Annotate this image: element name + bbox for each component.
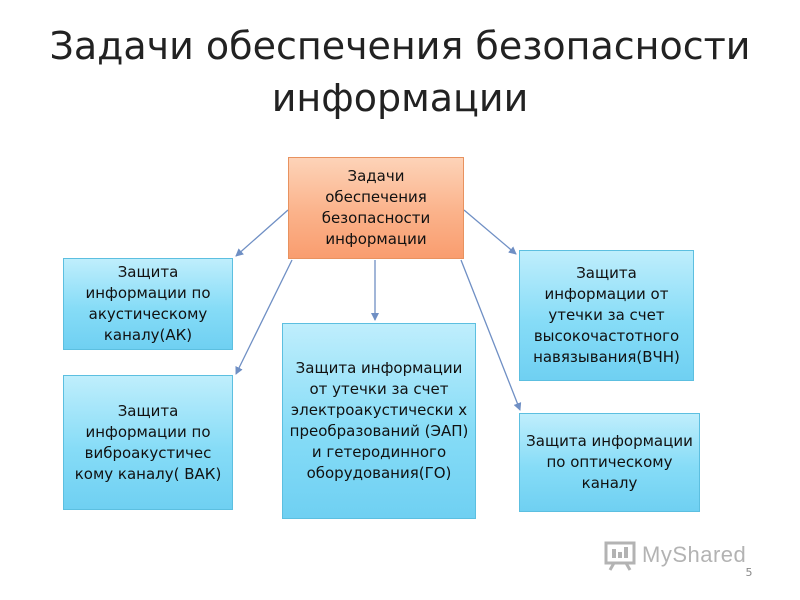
root-node: Задачи обеспечения безопасности информац… xyxy=(288,157,464,259)
node-acoustic: Защита информации по акустическому канал… xyxy=(63,258,233,350)
node-vibroacoustic-label: Защита информации по виброакустичес кому… xyxy=(74,401,222,483)
node-eap: Защита информации от утечки за счет элек… xyxy=(282,323,476,519)
slide-title: Задачи обеспечения безопасности информац… xyxy=(49,24,751,120)
root-node-label: Задачи обеспечения безопасности информац… xyxy=(321,167,431,248)
node-vibroacoustic: Защита информации по виброакустичес кому… xyxy=(63,375,233,510)
node-optical-label: Защита информации по оптическому каналу xyxy=(526,432,693,492)
logo-text: MyShared xyxy=(642,542,747,567)
edge-root-acoustic xyxy=(235,209,289,257)
page-number: 5 xyxy=(745,566,753,579)
edge-root-hf xyxy=(463,209,517,255)
edge-root-optical xyxy=(460,259,522,411)
node-hf: Защита информации от утечки за счет высо… xyxy=(519,250,694,381)
node-acoustic-label: Защита информации по акустическому канал… xyxy=(85,263,211,344)
node-hf-label: Защита информации от утечки за счет высо… xyxy=(533,264,680,366)
edge-root-vibroacoustic xyxy=(235,259,293,375)
node-optical: Защита информации по оптическому каналу xyxy=(519,413,700,512)
node-eap-label: Защита информации от утечки за счет элек… xyxy=(289,359,469,482)
presentation-board-icon xyxy=(604,541,636,571)
myshared-logo: MyShared xyxy=(604,538,764,572)
